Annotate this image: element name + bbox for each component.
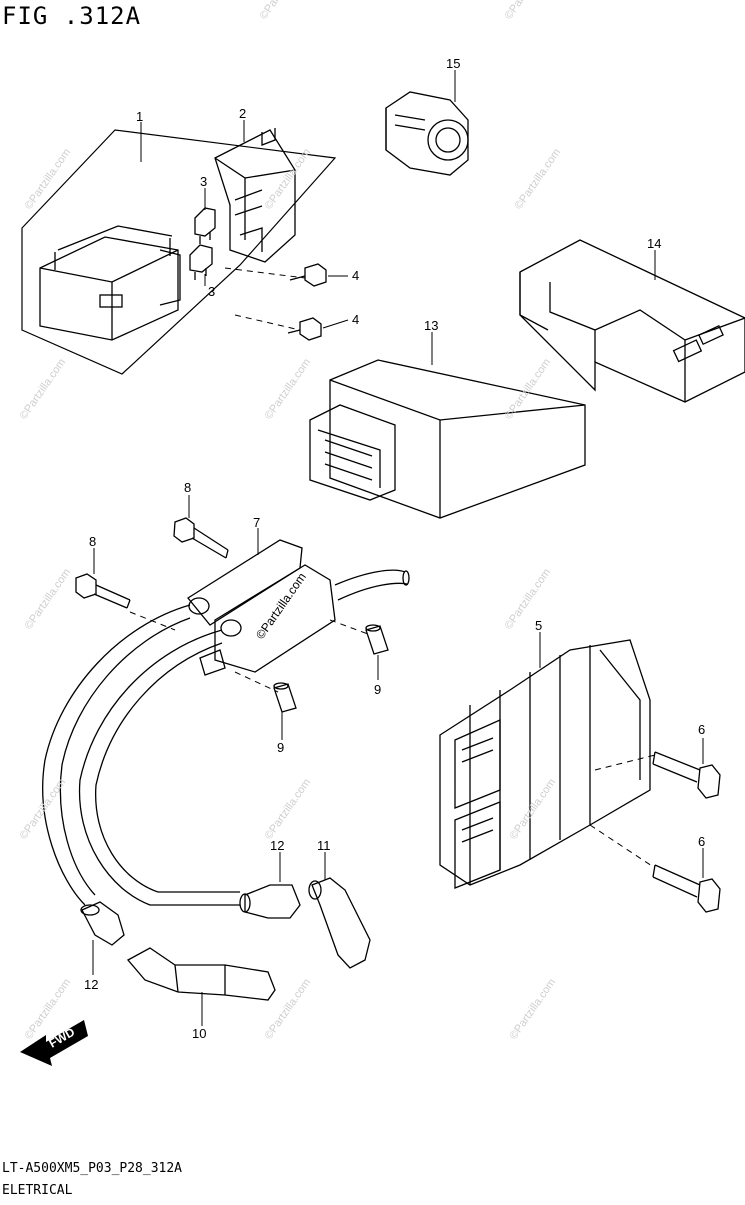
section-label: ELETRICAL <box>2 1183 73 1198</box>
callout-4-lower: 4 <box>352 312 359 327</box>
coil-housing-brand: ©Partzilla.com <box>253 570 309 642</box>
ht-leads <box>42 604 240 906</box>
svg-text:©Partzilla.com: ©Partzilla.com <box>503 0 554 22</box>
callout-2: 2 <box>239 106 246 121</box>
part-12-boot-right <box>239 884 301 919</box>
callout-8-lower: 8 <box>89 534 96 549</box>
part-9-cap-left <box>273 682 297 713</box>
part-9-cap-right <box>365 624 389 655</box>
callout-6-upper: 6 <box>698 722 705 737</box>
callout-4-upper: 4 <box>352 268 359 283</box>
part-15-connector <box>385 91 469 176</box>
svg-text:©Partzilla.com: ©Partzilla.com <box>23 147 74 212</box>
callout-3-upper: 3 <box>200 174 207 189</box>
part-8-bolt-lower <box>75 573 131 609</box>
callout-labels: 1 2 3 3 4 4 5 6 6 7 8 8 9 9 10 11 12 12 … <box>84 56 705 1041</box>
part-12-boot-left <box>80 901 125 946</box>
part-5-regulator <box>439 639 651 889</box>
part-10-plug-cap <box>126 947 276 1001</box>
part-3-fuse-upper <box>194 207 216 244</box>
part-7-ignition-coil <box>187 539 410 676</box>
svg-text:©Partzilla.com: ©Partzilla.com <box>263 147 314 212</box>
svg-text:©Partzilla.com: ©Partzilla.com <box>513 147 564 212</box>
svg-text:©Partzilla.com: ©Partzilla.com <box>263 977 314 1042</box>
callout-10: 10 <box>192 1026 206 1041</box>
part-11-plug-cap <box>308 877 371 969</box>
part-1-relay-box <box>21 129 337 375</box>
callout-13: 13 <box>424 318 438 333</box>
part-8-bolt-upper <box>173 517 229 559</box>
svg-text:©Partzilla.com: ©Partzilla.com <box>263 777 314 842</box>
callout-9-left: 9 <box>277 740 284 755</box>
svg-text:©Partzilla.com: ©Partzilla.com <box>18 357 69 422</box>
part-13-ecm <box>309 359 586 519</box>
callout-11: 11 <box>317 838 331 853</box>
callout-9-right: 9 <box>374 682 381 697</box>
part-14-holder <box>519 239 745 403</box>
svg-text:©Partzilla.com: ©Partzilla.com <box>23 567 74 632</box>
part-6-bolt-lower <box>652 864 721 913</box>
callout-14: 14 <box>647 236 661 251</box>
assembly-lines <box>129 267 656 869</box>
svg-text:©Partzilla.com: ©Partzilla.com <box>503 567 554 632</box>
part-6-bolt-upper <box>652 751 721 799</box>
callout-5: 5 <box>535 618 542 633</box>
svg-text:©Partzilla.com: ©Partzilla.com <box>263 357 314 422</box>
callout-7: 7 <box>253 515 260 530</box>
leader-lines <box>92 70 704 1026</box>
svg-text:©Partzilla.com: ©Partzilla.com <box>508 977 559 1042</box>
part-4-bolt-lower <box>287 317 322 341</box>
figure-title: FIG .312A <box>2 2 142 30</box>
part-4-bolt-upper <box>289 263 327 287</box>
callout-12-right: 12 <box>270 838 284 853</box>
callout-1: 1 <box>136 109 143 124</box>
part-2-relay-cover <box>214 128 296 263</box>
svg-text:©Partzilla.com: ©Partzilla.com <box>258 0 309 22</box>
callout-6-lower: 6 <box>698 834 705 849</box>
part-3-fuse-lower <box>189 244 213 280</box>
svg-text:©Partzilla.com: ©Partzilla.com <box>508 777 559 842</box>
figure-code: LT-A500XM5_P03_P28_312A <box>2 1161 183 1176</box>
callout-3-lower: 3 <box>208 284 215 299</box>
callout-8-upper: 8 <box>184 480 191 495</box>
callout-12-left: 12 <box>84 977 98 992</box>
callout-15: 15 <box>446 56 460 71</box>
